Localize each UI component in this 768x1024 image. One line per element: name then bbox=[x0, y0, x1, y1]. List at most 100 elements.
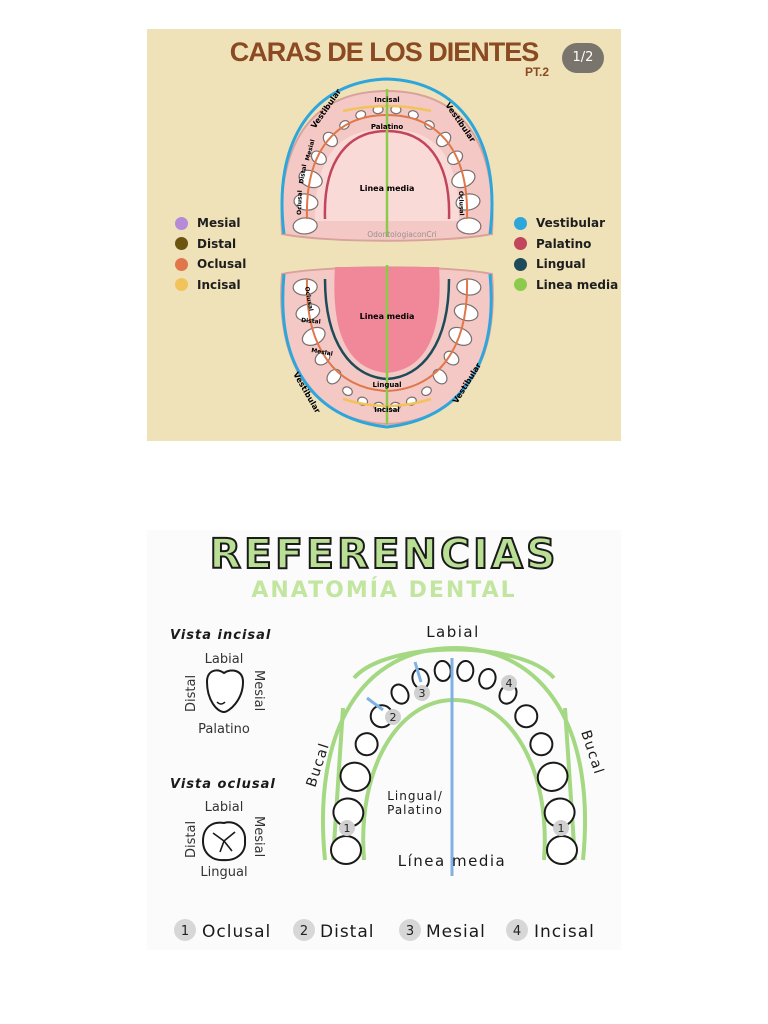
arch-marker-number: 1 bbox=[558, 822, 565, 835]
label-oclusal-upper-right: Oclusal bbox=[457, 191, 465, 216]
legend-item-lingual: Lingual bbox=[514, 254, 618, 275]
label-mesial-lower: Mesial bbox=[311, 347, 334, 358]
arch-tooth bbox=[390, 683, 410, 705]
referencias-subtitle: ANATOMÍA DENTAL bbox=[251, 578, 517, 603]
legend-left: Mesial Distal Oclusal Incisal bbox=[175, 213, 246, 295]
label-palatino: Palatino bbox=[387, 803, 443, 817]
legend-dot bbox=[175, 237, 188, 251]
lingual-line bbox=[361, 697, 547, 861]
arch-tooth bbox=[536, 761, 569, 792]
reference-number: 3 bbox=[406, 924, 414, 939]
legend-item-linea-media: Linea media bbox=[514, 275, 618, 296]
labial-arc-line bbox=[352, 647, 556, 680]
lower-tooth bbox=[314, 350, 331, 366]
incisor-edge bbox=[216, 701, 226, 705]
reference-badge bbox=[399, 919, 421, 941]
reference-item-distal: 2 Distal bbox=[293, 919, 374, 942]
panel-title: CARAS DE LOS DIENTES bbox=[229, 37, 540, 67]
vista-incisal-heading: Vista incisal bbox=[170, 628, 271, 643]
arch-tooth bbox=[330, 835, 362, 865]
lower-tooth bbox=[421, 386, 432, 397]
legend-item-incisal: Incisal bbox=[175, 275, 246, 296]
reference-label: Incisal bbox=[534, 922, 595, 942]
legend-item-mesial: Mesial bbox=[175, 213, 246, 234]
reference-number: 1 bbox=[181, 924, 189, 939]
reference-number: 4 bbox=[513, 924, 521, 939]
part-label: PT.2 bbox=[525, 65, 550, 79]
reference-label: Distal bbox=[320, 922, 374, 942]
legend-dot bbox=[514, 257, 527, 271]
upper-tooth bbox=[292, 217, 318, 235]
distal-marker-line bbox=[366, 696, 384, 712]
vestibular-line-upper bbox=[280, 77, 494, 235]
arch-marker-badge bbox=[501, 675, 517, 691]
arch-marker-number: 1 bbox=[344, 822, 351, 835]
watermark: OdontologiaconCri bbox=[367, 230, 437, 239]
bucal-left-line bbox=[331, 707, 345, 861]
legend-right: Vestibular Palatino Lingual Linea media bbox=[514, 213, 618, 295]
label-oclusal-upper-left: Oclusal bbox=[296, 190, 304, 215]
reference-label: Oclusal bbox=[202, 922, 271, 942]
bucal-right-line bbox=[563, 707, 577, 861]
legend-dot bbox=[514, 237, 527, 251]
vista-incisal: Vista incisal Labial Palatino Distal Mes… bbox=[170, 628, 271, 737]
label-linea-media: Línea media bbox=[398, 852, 506, 870]
arch-tooth bbox=[529, 732, 554, 757]
dental-arches-illustration: Incisal Palatino Linea media Vestibular … bbox=[280, 77, 494, 429]
vista-incisal-bottom: Palatino bbox=[198, 722, 250, 737]
vista-oclusal-left: Distal bbox=[184, 821, 199, 858]
arch-marker-badge bbox=[339, 820, 355, 836]
reference-badge bbox=[174, 919, 196, 941]
legend-dot bbox=[175, 257, 188, 271]
label-distal-upper: Distal bbox=[298, 164, 308, 185]
vista-oclusal-right: Mesial bbox=[251, 816, 266, 857]
label-palatino: Palatino bbox=[371, 123, 404, 131]
arch-tooth bbox=[339, 761, 372, 792]
caras-de-los-dientes-panel: CARAS DE LOS DIENTES PT.2 1/2 Mesial Dis… bbox=[147, 29, 621, 441]
lower-tooth bbox=[292, 278, 318, 296]
label-incisal-lower: Incisal bbox=[374, 406, 399, 414]
legend-item-oclusal: Oclusal bbox=[175, 254, 246, 275]
vestibular-line-lower bbox=[281, 273, 493, 429]
arch-marker-number: 2 bbox=[390, 711, 397, 724]
arch-marker-number: 4 bbox=[506, 677, 513, 690]
label-labial: Labial bbox=[426, 623, 480, 641]
arch-tooth bbox=[354, 732, 379, 757]
reference-label: Mesial bbox=[426, 922, 486, 942]
label-incisal-upper: Incisal bbox=[374, 96, 399, 104]
legend-dot bbox=[514, 216, 527, 230]
vista-incisal-left: Distal bbox=[184, 675, 199, 712]
vista-incisal-top: Labial bbox=[205, 652, 244, 667]
label-lingual: Lingual bbox=[373, 381, 402, 389]
lower-tooth bbox=[342, 386, 353, 397]
incisor-outline bbox=[205, 669, 245, 714]
lower-jaw: Linea media Lingual Incisal Oclusal Dist… bbox=[280, 265, 494, 429]
reference-item-mesial: 3 Mesial bbox=[399, 919, 486, 942]
mesial-marker-line bbox=[413, 661, 423, 683]
arch-tooth bbox=[478, 667, 497, 690]
arch-marker-number: 3 bbox=[419, 687, 426, 700]
legend-dot bbox=[175, 216, 188, 230]
page-indicator-badge[interactable]: 1/2 bbox=[562, 43, 604, 73]
reference-item-oclusal: 1 Oclusal bbox=[174, 919, 271, 942]
vista-incisal-right: Mesial bbox=[251, 670, 266, 711]
referencias-title: REFERENCIAS bbox=[208, 530, 559, 579]
vista-oclusal-bottom: Lingual bbox=[200, 865, 247, 880]
reference-item-incisal: 4 Incisal bbox=[506, 919, 595, 942]
upper-jaw: Incisal Palatino Linea media Vestibular … bbox=[280, 77, 494, 242]
legend-item-vestibular: Vestibular bbox=[514, 213, 618, 234]
arch-tooth bbox=[514, 704, 539, 729]
vista-oclusal: Vista oclusal Labial Lingual Distal Mesi… bbox=[170, 777, 275, 880]
legend-dot bbox=[175, 278, 188, 292]
label-linea-media-lower: Linea media bbox=[360, 312, 415, 321]
reference-badge bbox=[506, 919, 528, 941]
arch-tooth bbox=[456, 660, 475, 682]
arch-tooth bbox=[546, 835, 578, 865]
label-oclusal-lower: Oclusal bbox=[303, 286, 314, 312]
legend-item-distal: Distal bbox=[175, 234, 246, 255]
arch-marker-badge bbox=[414, 685, 430, 701]
label-linea-media-upper: Linea media bbox=[360, 184, 415, 193]
legend-dot bbox=[514, 278, 527, 292]
referencias-panel: REFERENCIAS ANATOMÍA DENTAL Vista incisa… bbox=[147, 530, 621, 950]
arch-teeth bbox=[330, 660, 578, 865]
